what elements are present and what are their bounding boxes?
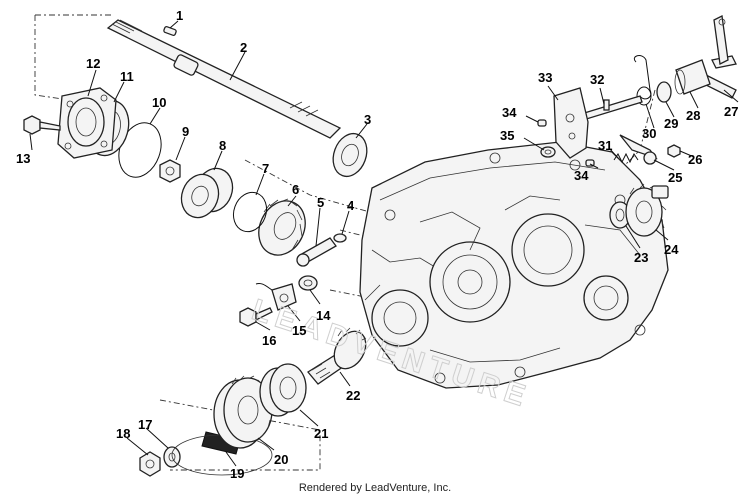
- part-34-pin-upper: [537, 119, 547, 127]
- part-18-nut: [139, 451, 161, 477]
- callout-29: 29: [664, 116, 678, 131]
- callout-27: 27: [724, 104, 738, 119]
- part-26-bolt: [667, 144, 681, 158]
- part-16-screw: [239, 307, 273, 327]
- callout-10: 10: [152, 95, 166, 110]
- callout-23: 23: [634, 250, 648, 265]
- callout-5: 5: [317, 195, 324, 210]
- callout-14: 14: [316, 308, 331, 323]
- part-12-flange-housing: [57, 87, 117, 159]
- callout-13: 13: [16, 151, 30, 166]
- part-30-spring: [633, 55, 652, 106]
- transmission-housing: [359, 141, 669, 389]
- part-29-washer: [656, 81, 672, 103]
- callout-6: 6: [292, 182, 299, 197]
- part-4-clip: [333, 233, 347, 243]
- callout-17: 17: [138, 417, 152, 432]
- part-3-seal: [332, 132, 368, 178]
- part-8-bearing: [180, 167, 234, 219]
- callout-31: 31: [598, 138, 612, 153]
- callout-25: 25: [668, 170, 682, 185]
- callout-21: 21: [314, 426, 328, 441]
- callout-19: 19: [230, 466, 244, 481]
- callout-30: 30: [642, 126, 656, 141]
- callout-20: 20: [274, 452, 288, 467]
- part-15-bracket: [255, 283, 297, 311]
- callout-15: 15: [292, 323, 306, 338]
- part-21-bearing: [259, 363, 307, 417]
- callout-1: 1: [176, 8, 183, 23]
- part-22-pinion-shaft: [307, 327, 367, 385]
- callout-16: 16: [262, 333, 276, 348]
- callout-24: 24: [664, 242, 679, 257]
- callout-9: 9: [182, 124, 189, 139]
- callout-12: 12: [86, 56, 100, 71]
- callout-18: 18: [116, 426, 130, 441]
- callout-2: 2: [240, 40, 247, 55]
- part-5-pinion-shaft: [296, 237, 337, 267]
- part-14-bushing: [298, 275, 318, 291]
- part-25-shift-arm: [619, 134, 658, 165]
- part-31-spring: [613, 152, 639, 164]
- callout-34-upper: 34: [502, 105, 517, 120]
- callout-33: 33: [538, 70, 552, 85]
- callout-11: 11: [120, 69, 134, 84]
- callout-26: 26: [688, 152, 702, 167]
- footer-credit: Rendered by LeadVenture, Inc.: [298, 482, 452, 494]
- part-2-output-shaft: [106, 19, 342, 139]
- callout-32: 32: [590, 72, 604, 87]
- callout-4: 4: [347, 198, 355, 213]
- part-24-idler-gear: [625, 183, 669, 237]
- part-1-key: [163, 26, 177, 36]
- callout-7: 7: [262, 161, 269, 176]
- part-13-bolt: [23, 115, 61, 135]
- part-33-shift-fork: [553, 87, 589, 159]
- callout-3: 3: [364, 112, 371, 127]
- leader-lines: [29, 20, 739, 467]
- part-6-bevel-gear: [258, 198, 306, 256]
- part-35-washer: [540, 146, 556, 158]
- callout-35: 35: [500, 128, 514, 143]
- callout-34-lower: 34: [574, 168, 589, 183]
- callout-labels: 1 2 3 4 5 6 7 8 9 10 11 12 13 14 15 16 1…: [16, 8, 738, 481]
- callout-28: 28: [686, 108, 700, 123]
- part-9-nut: [159, 159, 181, 183]
- callout-8: 8: [219, 138, 226, 153]
- callout-22: 22: [346, 388, 360, 403]
- part-28-sleeve: [674, 59, 711, 95]
